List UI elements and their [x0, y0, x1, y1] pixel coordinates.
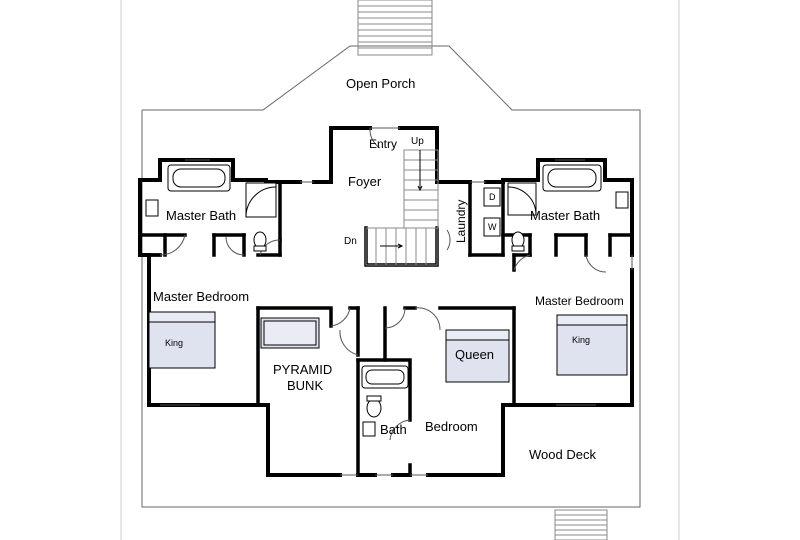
tub-bath	[361, 365, 409, 389]
master-bedroom-left-label: Master Bedroom	[153, 289, 250, 304]
dryer-label: D	[489, 192, 496, 202]
deck-outline	[141, 45, 641, 508]
interior-stairs	[365, 149, 439, 266]
master-bath-right-label: Master Bath	[530, 208, 601, 223]
bedroom-label: Bedroom	[425, 419, 478, 434]
stairs-down-label: Dn	[344, 236, 357, 247]
tub-right	[542, 164, 602, 192]
bed-queen-label: Queen	[455, 347, 495, 362]
porch-stairs	[357, 0, 433, 56]
master-bedroom-right-label: Master Bedroom	[535, 294, 624, 308]
page-frame	[120, 0, 680, 540]
tub-left	[167, 164, 231, 192]
washer	[483, 217, 501, 237]
washer-label: W	[488, 222, 497, 232]
bath-label: Bath	[380, 422, 407, 437]
entry-label: Entry	[369, 137, 398, 151]
open-porch-label: Open Porch	[346, 76, 416, 91]
sink-bath	[362, 421, 376, 437]
pyramid-bunk-line1: PYRAMID	[273, 362, 333, 377]
laundry-label: Laundry	[454, 199, 468, 243]
shower-left	[245, 182, 277, 218]
dryer	[483, 187, 501, 207]
bed-king-left-label: King	[165, 338, 184, 348]
sink-left	[145, 199, 159, 217]
stairs-up-label: Up	[411, 136, 424, 147]
wood-deck-label: Wood Deck	[529, 447, 596, 462]
master-bath-left-label: Master Bath	[166, 208, 237, 223]
deck-stairs	[554, 509, 608, 540]
bed-king-right-label: King	[572, 335, 591, 345]
beds	[148, 311, 628, 383]
sink-right	[615, 191, 629, 209]
windows-and-doors	[159, 127, 633, 476]
toilet-bath	[366, 398, 382, 418]
fixtures	[145, 164, 629, 437]
pyramid-bunk-line2: BUNK	[287, 378, 324, 393]
foyer-label: Foyer	[348, 174, 382, 189]
